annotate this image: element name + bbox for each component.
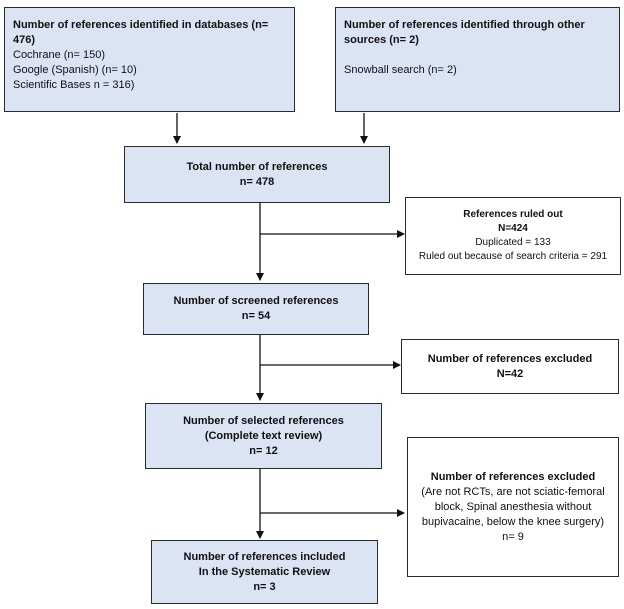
excluded-second-reasons: (Are not RCTs, are not sciatic-femoral b… bbox=[421, 485, 605, 528]
excluded-second-count: n= 9 bbox=[502, 530, 524, 543]
databases-line-cochrane: Cochrane (n= 150) bbox=[13, 49, 106, 61]
included-title: Number of references included bbox=[183, 550, 346, 563]
box-excluded-first: Number of references excluded N=42 bbox=[401, 339, 619, 394]
other-sources-line-snowball: Snowball search (n= 2) bbox=[344, 64, 457, 76]
box-screened: Number of screened references n= 54 bbox=[143, 283, 369, 335]
included-count: n= 3 bbox=[253, 580, 276, 593]
box-selected: Number of selected references (Complete … bbox=[145, 403, 382, 469]
ruled-out-duplicated: Duplicated = 133 bbox=[475, 237, 551, 248]
excluded-first-title: Number of references excluded bbox=[427, 352, 593, 365]
databases-line-google: Google (Spanish) (n= 10) bbox=[13, 64, 137, 76]
selected-title: Number of selected references bbox=[183, 414, 344, 427]
selected-count: n= 12 bbox=[249, 444, 278, 457]
other-sources-title: Number of references identified through … bbox=[344, 19, 585, 46]
box-other-sources: Number of references identified through … bbox=[335, 7, 620, 112]
screened-count: n= 54 bbox=[241, 310, 271, 322]
box-excluded-second: Number of references excluded (Are not R… bbox=[407, 437, 619, 577]
ruled-out-criteria: Ruled out because of search criteria = 2… bbox=[418, 251, 608, 262]
total-count: n= 478 bbox=[239, 175, 275, 188]
total-title: Total number of references bbox=[186, 160, 328, 173]
box-ruled-out: References ruled out N=424 Duplicated = … bbox=[405, 197, 621, 275]
box-databases: Number of references identified in datab… bbox=[4, 7, 295, 112]
box-total: Total number of references n= 478 bbox=[124, 146, 390, 203]
databases-line-scientific: Scientific Bases n = 316) bbox=[13, 79, 135, 91]
selected-subtitle: (Complete text review) bbox=[204, 429, 323, 442]
screened-title: Number of screened references bbox=[173, 295, 339, 307]
excluded-second-title: Number of references excluded bbox=[430, 470, 596, 483]
included-subtitle: In the Systematic Review bbox=[198, 565, 331, 578]
box-included: Number of references included In the Sys… bbox=[151, 540, 378, 604]
excluded-first-count: N=42 bbox=[496, 367, 524, 380]
ruled-out-count: N=424 bbox=[498, 223, 528, 234]
databases-title: Number of references identified in datab… bbox=[13, 19, 269, 46]
ruled-out-title: References ruled out bbox=[463, 209, 563, 220]
